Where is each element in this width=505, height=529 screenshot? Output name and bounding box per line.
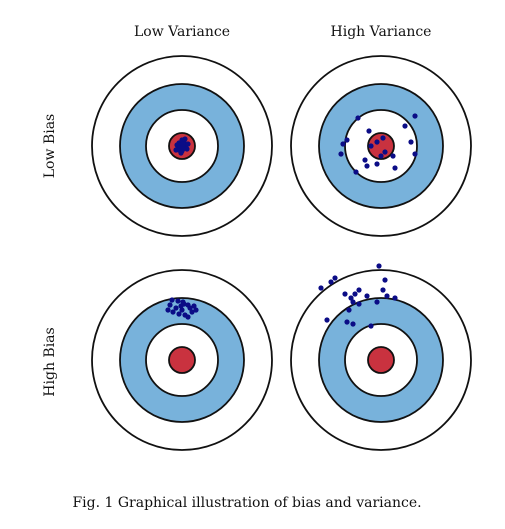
shot-dot	[378, 153, 384, 159]
shot-dot	[187, 305, 193, 311]
shot-dot	[348, 295, 354, 301]
shot-dot	[355, 115, 361, 121]
shot-dot	[382, 277, 388, 283]
shot-dot	[328, 279, 334, 285]
shot-dot	[380, 287, 386, 293]
shot-dot	[182, 136, 188, 142]
shot-dot	[402, 123, 408, 129]
shot-dot	[356, 301, 362, 307]
shot-dot	[178, 150, 184, 156]
shot-dot	[170, 309, 176, 315]
shot-dot	[392, 165, 398, 171]
column-label-high-variance: High Variance	[331, 24, 432, 40]
shot-dot	[185, 141, 191, 147]
shot-dot	[338, 151, 344, 157]
shot-dot	[412, 113, 418, 119]
shot-dot	[380, 135, 386, 141]
target-low-bias-high-variance	[290, 55, 472, 237]
shot-dot	[352, 291, 358, 297]
shot-dot	[191, 303, 197, 309]
shot-dot	[350, 321, 356, 327]
shot-dot	[180, 299, 186, 305]
figure-caption: Fig. 1 Graphical illustration of bias an…	[72, 495, 421, 511]
shot-dot	[364, 163, 370, 169]
shot-dot	[342, 291, 348, 297]
shot-dot	[175, 298, 181, 304]
shot-dot	[184, 146, 190, 152]
shot-dot	[169, 297, 175, 303]
shot-dot	[318, 285, 324, 291]
bullseye	[367, 346, 395, 374]
bullseye	[168, 346, 196, 374]
shot-dot	[185, 314, 191, 320]
shot-dot	[346, 307, 352, 313]
shot-dot	[350, 299, 356, 305]
shot-dot	[344, 137, 350, 143]
shot-dot	[178, 303, 184, 309]
shot-dot	[324, 317, 330, 323]
shot-dot	[382, 149, 388, 155]
shot-dot	[353, 169, 359, 175]
shot-dot	[180, 141, 186, 147]
shot-dot	[374, 299, 380, 305]
shot-dot	[374, 139, 380, 145]
shot-dot	[374, 161, 380, 167]
shot-dot	[384, 293, 390, 299]
target-high-bias-high-variance	[290, 263, 472, 451]
target-low-bias-low-variance	[91, 55, 273, 237]
shot-dot	[408, 139, 414, 145]
shot-dot	[332, 275, 338, 281]
shot-dot	[356, 287, 362, 293]
shot-dot	[176, 311, 182, 317]
shot-dot	[340, 141, 346, 147]
column-label-low-variance: Low Variance	[134, 24, 230, 40]
shot-dot	[173, 305, 179, 311]
row-label-low-bias: Low Bias	[42, 114, 58, 178]
shot-dot	[366, 128, 372, 134]
shot-dot	[193, 307, 199, 313]
shot-dot	[179, 307, 185, 313]
shot-dot	[177, 145, 183, 151]
target-high-bias-low-variance	[91, 269, 273, 451]
shot-dot	[167, 302, 173, 308]
shot-dot	[376, 263, 382, 269]
shot-dot	[390, 153, 396, 159]
shot-dot	[364, 293, 370, 299]
shot-dot	[368, 143, 374, 149]
shot-dot	[189, 309, 195, 315]
shot-dot	[165, 307, 171, 313]
row-label-high-bias: High Bias	[42, 327, 58, 396]
shot-dot	[344, 319, 350, 325]
shot-dot	[392, 295, 398, 301]
shot-dot	[412, 151, 418, 157]
shot-dot	[368, 323, 374, 329]
shot-dot	[362, 157, 368, 163]
shot-dot	[173, 147, 179, 153]
